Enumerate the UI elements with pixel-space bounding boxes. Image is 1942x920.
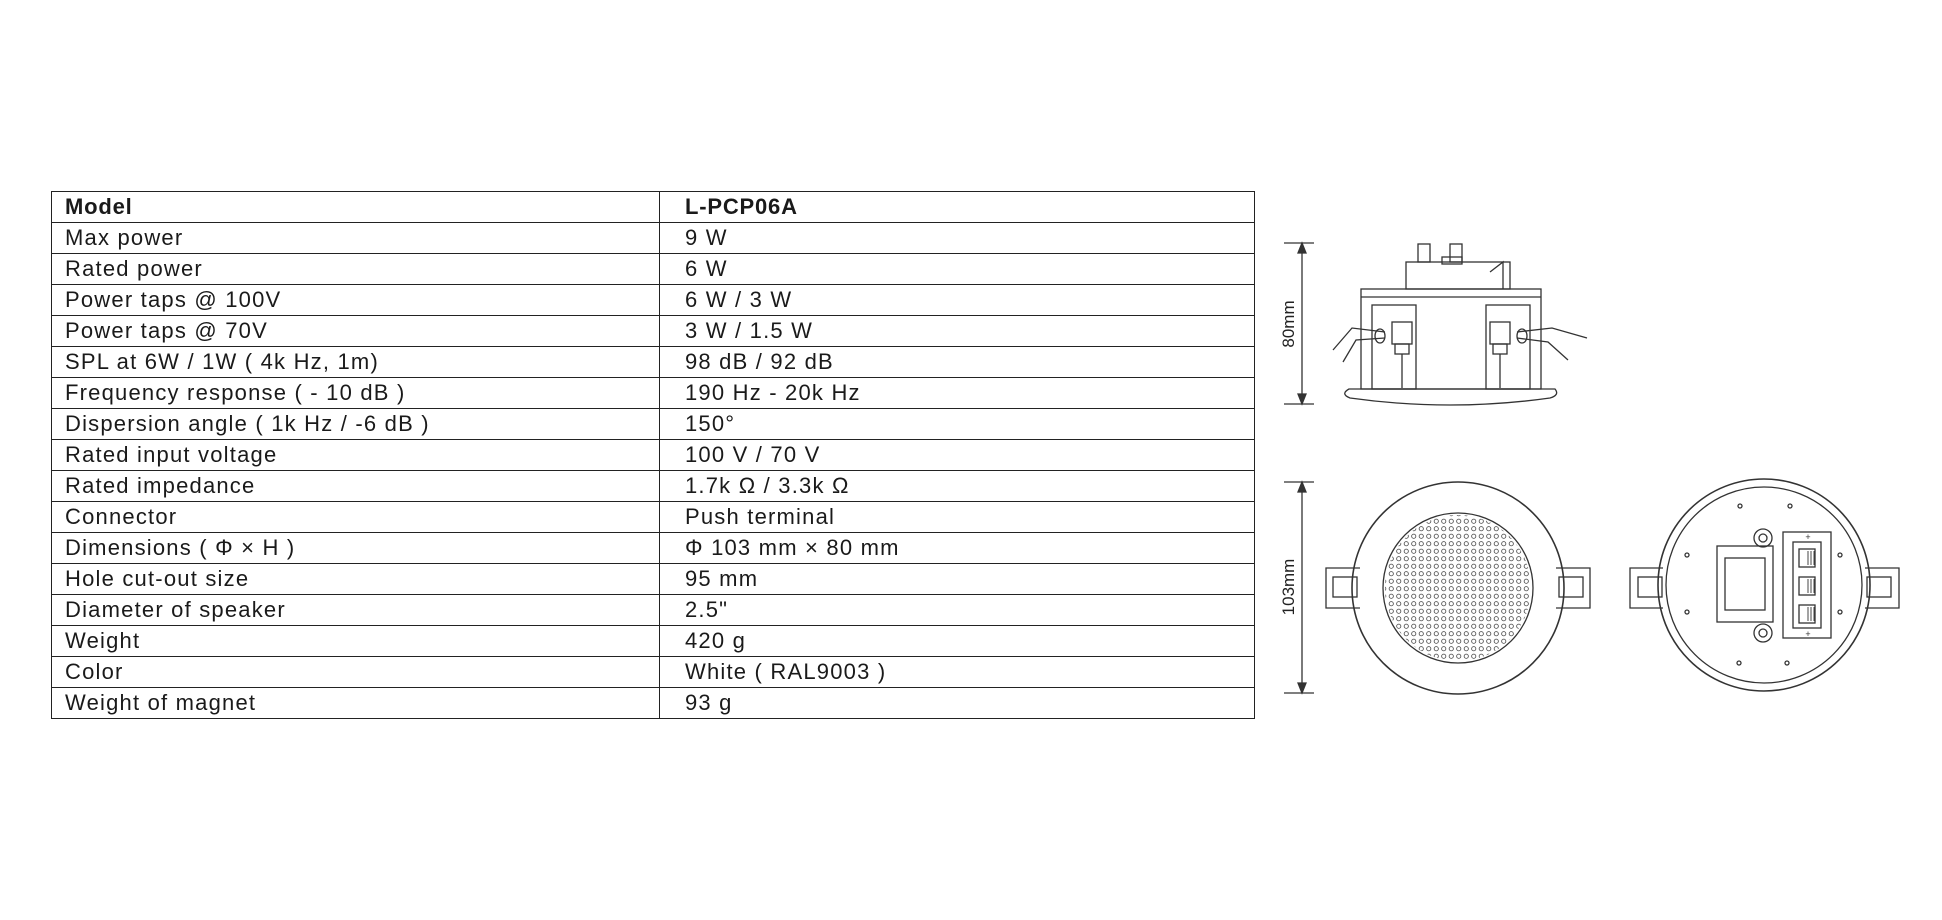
- table-row: SPL at 6W / 1W ( 4k Hz, 1m)98 dB / 92 dB: [51, 346, 1255, 378]
- speaker-grille: [1385, 515, 1531, 661]
- svg-text:+: +: [1805, 629, 1810, 639]
- height-dimension-label: 80mm: [1279, 300, 1298, 347]
- spec-label: Weight of magnet: [51, 687, 660, 719]
- spec-value: 6 W / 3 W: [659, 284, 1255, 316]
- model-label: Model: [51, 191, 660, 223]
- table-row: Dimensions ( Φ × H )Φ 103 mm × 80 mm: [51, 532, 1255, 564]
- spec-label: Hole cut-out size: [51, 563, 660, 595]
- table-row: Dispersion angle ( 1k Hz / -6 dB )150°: [51, 408, 1255, 440]
- spec-value: 3 W / 1.5 W: [659, 315, 1255, 347]
- spec-label: Power taps @ 70V: [51, 315, 660, 347]
- table-header-row: Model L-PCP06A: [51, 191, 1255, 223]
- svg-text:+: +: [1805, 532, 1810, 542]
- spec-label: Frequency response ( - 10 dB ): [51, 377, 660, 409]
- spec-value: 9 W: [659, 222, 1255, 254]
- side-view-drawing: [1284, 241, 1588, 406]
- diameter-dimension-line: [1284, 480, 1314, 695]
- height-dimension-line: [1284, 241, 1314, 406]
- rear-view-drawing: + +: [1629, 478, 1900, 692]
- spec-value: 420 g: [659, 625, 1255, 657]
- spec-value: 95 mm: [659, 563, 1255, 595]
- spec-label: Rated input voltage: [51, 439, 660, 471]
- spec-label: Diameter of speaker: [51, 594, 660, 626]
- spec-label: Color: [51, 656, 660, 688]
- table-row: Frequency response ( - 10 dB )190 Hz - 2…: [51, 377, 1255, 409]
- spec-value: 93 g: [659, 687, 1255, 719]
- spec-value: 98 dB / 92 dB: [659, 346, 1255, 378]
- spec-label: Connector: [51, 501, 660, 533]
- spec-value: Φ 103 mm × 80 mm: [659, 532, 1255, 564]
- spec-label: Rated power: [51, 253, 660, 285]
- spec-value: 1.7k Ω / 3.3k Ω: [659, 470, 1255, 502]
- spec-label: Power taps @ 100V: [51, 284, 660, 316]
- diameter-dimension-label: 103mm: [1279, 559, 1298, 616]
- front-view-drawing: [1284, 480, 1591, 695]
- spec-label: Dispersion angle ( 1k Hz / -6 dB ): [51, 408, 660, 440]
- spec-value: White ( RAL9003 ): [659, 656, 1255, 688]
- spec-label: SPL at 6W / 1W ( 4k Hz, 1m): [51, 346, 660, 378]
- spec-value: 190 Hz - 20k Hz: [659, 377, 1255, 409]
- model-value: L-PCP06A: [659, 191, 1255, 223]
